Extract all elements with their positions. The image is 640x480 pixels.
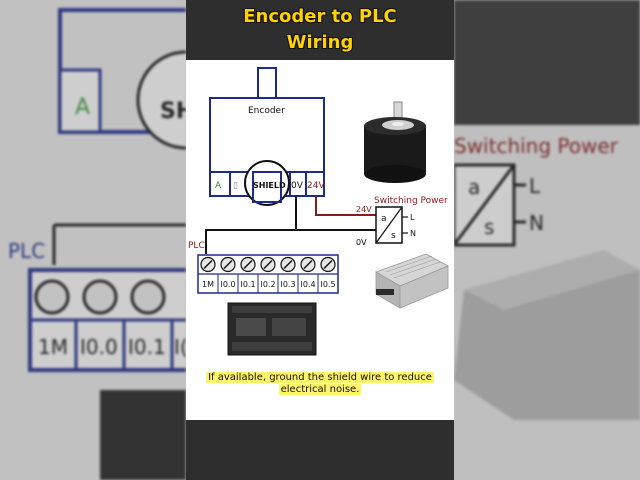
power-out-0v: 0V — [356, 238, 367, 247]
encoder-terminal-b: ▯ — [233, 181, 238, 191]
bg-label-plc: PLC — [8, 239, 45, 263]
title-line-1: Encoder to PLC — [243, 6, 397, 27]
bg-label-switching-power: Switching Power — [454, 134, 619, 158]
caption-text: If available, ground the shield wire to … — [206, 372, 434, 395]
bg-label-i02: I( — [174, 335, 186, 359]
plc-label: PLC — [188, 241, 205, 251]
switching-power-label: Switching Power — [374, 196, 448, 206]
bg-label-n: N — [529, 211, 544, 235]
wire-common — [205, 229, 376, 254]
title-line-2: Wiring — [286, 32, 354, 53]
bg-label-s-sym: s — [484, 215, 494, 239]
bottom-band — [186, 420, 454, 480]
bg-label-l: L — [529, 174, 541, 198]
bg-label-a-sym: a — [468, 175, 480, 199]
title-band — [186, 0, 454, 60]
plc-terminal-label-0: 1M — [202, 280, 214, 289]
bg-label-i01: I0.1 — [128, 335, 166, 359]
encoder-device-image — [364, 101, 426, 183]
plc-terminal-label-5: I0.4 — [300, 280, 315, 289]
plc-terminal-label-3: I0.2 — [260, 280, 275, 289]
background-right: Switching Power a s L N — [454, 0, 640, 480]
encoder-terminal-24v: 24V — [307, 181, 325, 191]
power-terminal-n: N — [410, 229, 416, 238]
main-panel: Encoder to PLC Wiring Encoder A ▯ SHIELD… — [186, 0, 454, 480]
encoder-terminal-a: A — [215, 181, 222, 191]
encoder-shaft-box — [257, 67, 277, 99]
bg-label-i00: I0.0 — [80, 335, 118, 359]
wiring-diagram: Encoder A ▯ SHIELD 0V 24V Switching Powe… — [188, 67, 449, 356]
power-out-24v: 24V — [356, 205, 372, 214]
wire-24v — [315, 196, 376, 216]
bg-label-a: A — [75, 95, 90, 120]
plc-terminal-label-1: I0.0 — [220, 280, 235, 289]
encoder-terminal-shield: SHIELD — [253, 181, 286, 190]
plc-terminal-label-2: I0.1 — [240, 280, 255, 289]
power-symbol-s: s — [391, 231, 396, 241]
plc-device-image — [227, 302, 317, 356]
encoder-terminal-0v: 0V — [291, 181, 304, 191]
bg-label-1m: 1M — [38, 335, 68, 359]
bg-label-shield: SHI — [160, 99, 186, 124]
encoder-label: Encoder — [248, 106, 285, 116]
caption: If available, ground the shield wire to … — [194, 372, 446, 396]
background-left: A SHI PLC 1M I0.0 I0.1 I( — [0, 0, 186, 480]
plc-terminal-label-6: I0.5 — [320, 280, 335, 289]
power-symbol-a: a — [381, 214, 387, 224]
power-terminal-l: L — [410, 213, 415, 222]
power-supply-image — [375, 253, 449, 309]
plc-terminal-label-4: I0.3 — [280, 280, 295, 289]
